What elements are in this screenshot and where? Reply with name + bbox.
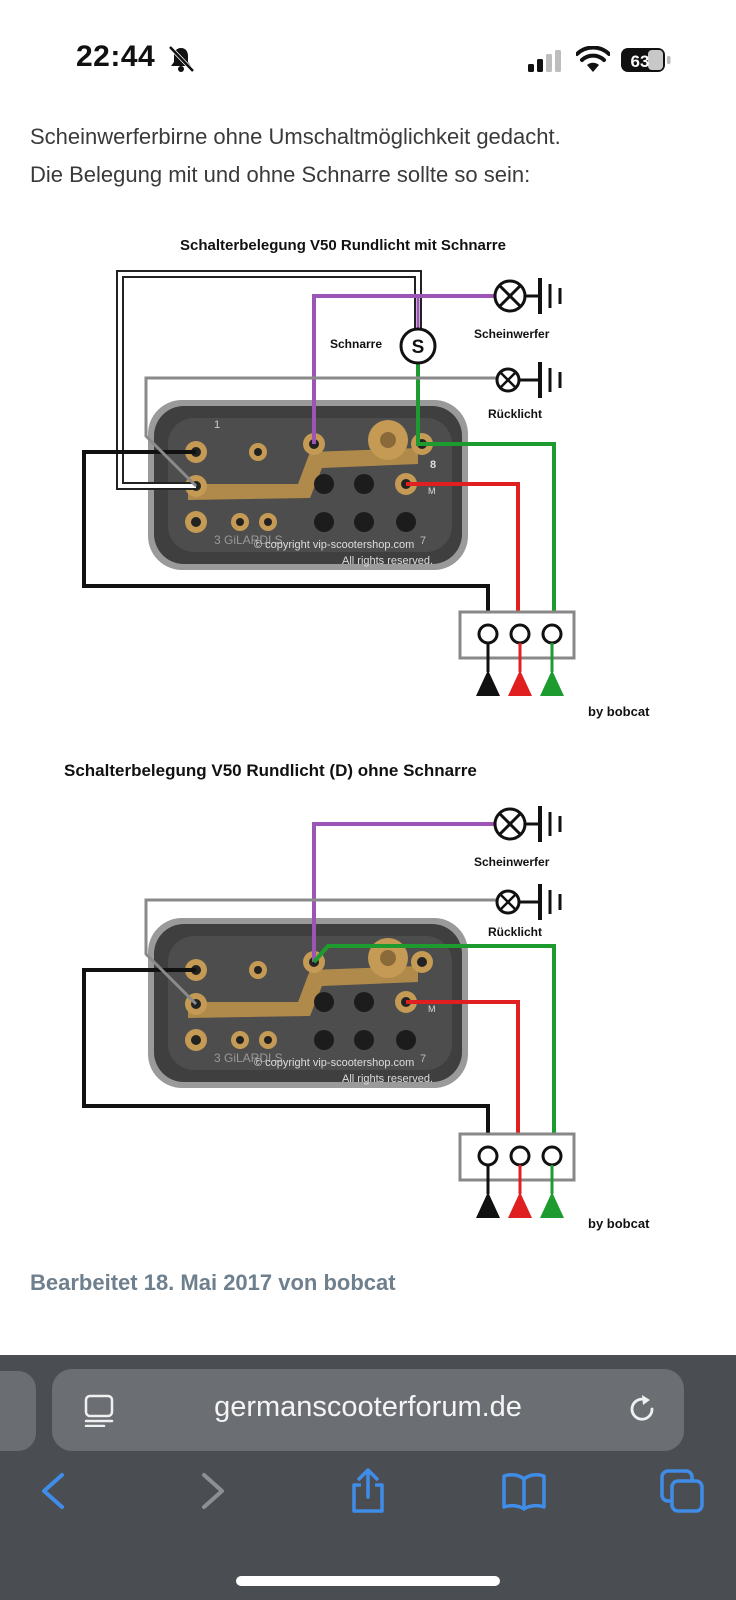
pin-label-1: 1: [214, 419, 220, 431]
wire-red: [406, 1000, 520, 1150]
headlight-label: Scheinwerfer: [474, 855, 550, 869]
brass-contact-strip: [188, 448, 418, 500]
taillight-symbol: [495, 362, 562, 398]
molded-text: 3 GiLARDI S: [214, 533, 283, 547]
buzzer-letter: S: [412, 337, 425, 358]
browser-toolbar: germanscooterforum.de: [0, 1355, 736, 1600]
pin-label-m: M: [428, 1004, 436, 1014]
watermark-copyright: © copyright vip-scootershop.com: [254, 1057, 414, 1069]
battery-level: 63: [631, 52, 650, 71]
tabs-icon[interactable]: [658, 1467, 706, 1515]
diagram-credit: by bobcat: [588, 704, 650, 719]
share-icon[interactable]: [344, 1467, 392, 1515]
watermark-copyright: © copyright vip-scootershop.com: [254, 539, 414, 551]
diagram-title: Schalterbelegung V50 Rundlicht mit Schna…: [180, 237, 506, 254]
taillight-label: Rücklicht: [488, 407, 542, 421]
status-bar: 22:44 63: [0, 0, 736, 110]
wire-green: [312, 944, 556, 1150]
diagram-credit: by bobcat: [588, 1216, 650, 1231]
signal-icon: [528, 50, 561, 72]
intro-line-2: Die Belegung mit und ohne Schnarre sollt…: [30, 162, 531, 187]
wire-black: [82, 450, 490, 628]
wifi-icon: [576, 46, 610, 72]
battery-icon: 63: [621, 48, 671, 72]
bookmarks-icon[interactable]: [500, 1467, 548, 1515]
post-edited-note: Bearbeitet 18. Mai 2017 von bobcat: [30, 1270, 396, 1295]
taillight-symbol: [495, 884, 562, 920]
status-time: 22:44: [76, 40, 156, 73]
pin-label-7: 7: [420, 535, 426, 547]
post-intro: Scheinwerferbirne ohne Umschaltmöglichke…: [30, 118, 710, 194]
bell-slash-icon: [168, 45, 195, 73]
molded-text: 3 GiLARDI S: [214, 1051, 283, 1065]
watermark-rights: All rights reserved.: [342, 555, 433, 567]
headlight-label: Scheinwerfer: [474, 327, 550, 341]
wire-grey: [144, 898, 498, 1006]
pin-label-8: 8: [430, 459, 436, 471]
pin-label-7: 7: [420, 1053, 426, 1065]
wire-purple: [312, 822, 496, 962]
url-text[interactable]: germanscooterforum.de: [214, 1391, 522, 1423]
headlight-symbol: [493, 278, 562, 314]
wire-red: [406, 482, 520, 628]
home-indicator: [236, 1576, 500, 1586]
reload-icon[interactable]: [624, 1391, 660, 1427]
wire-black: [82, 968, 490, 1150]
taillight-label: Rücklicht: [488, 925, 542, 939]
forward-icon[interactable]: [188, 1467, 236, 1515]
wire-grey: [144, 376, 498, 488]
previous-tab-peek[interactable]: [0, 1371, 36, 1451]
wiring-diagram-with-buzzer: Schalterbelegung V50 Rundlicht mit Schna…: [28, 222, 708, 742]
wire-purple: [312, 294, 496, 444]
back-icon[interactable]: [30, 1467, 78, 1515]
intro-line-1: Scheinwerferbirne ohne Umschaltmöglichke…: [30, 124, 561, 149]
diagram-title: Schalterbelegung V50 Rundlicht (D) ohne …: [64, 761, 477, 780]
reader-icon[interactable]: [82, 1393, 116, 1427]
wire-green: [416, 360, 556, 628]
connector-block: [458, 1132, 576, 1218]
watermark-rights: All rights reserved.: [342, 1073, 433, 1085]
address-bar[interactable]: germanscooterforum.de: [52, 1369, 684, 1451]
connector-block: [458, 610, 576, 696]
headlight-symbol: [493, 806, 562, 842]
buzzer-label: Schnarre: [330, 337, 382, 351]
brass-contact-strip: [188, 966, 418, 1018]
buzzer-symbol: [399, 327, 437, 365]
switch-pins: [185, 951, 433, 1051]
wiring-diagram-without-buzzer: Schalterbelegung V50 Rundlicht (D) ohne …: [28, 750, 708, 1260]
pin-label-m: M: [428, 486, 436, 496]
